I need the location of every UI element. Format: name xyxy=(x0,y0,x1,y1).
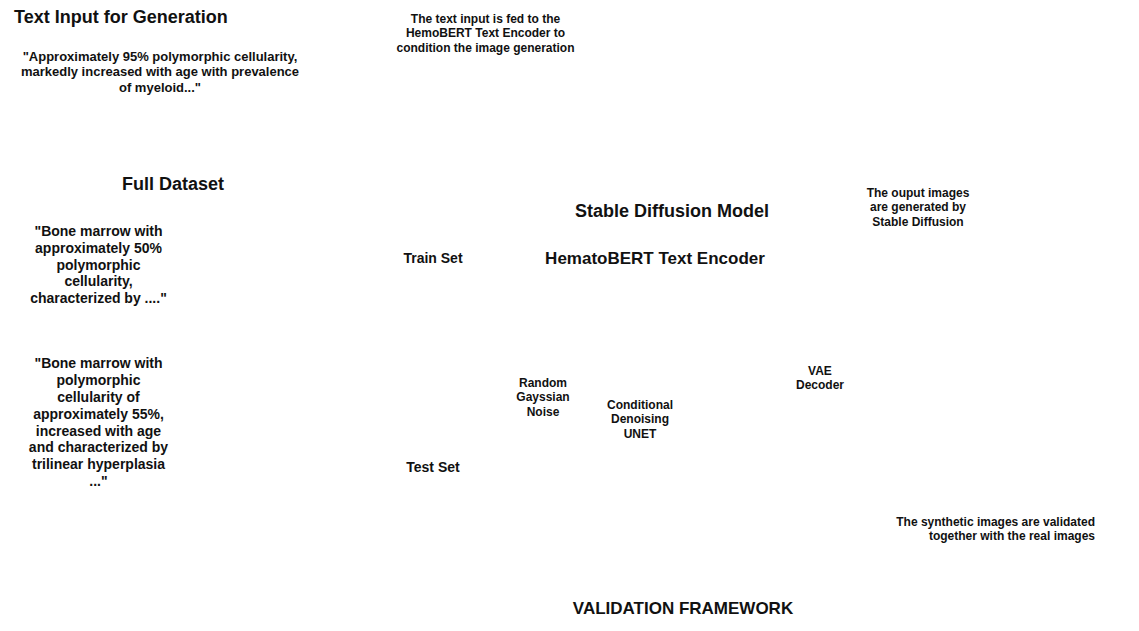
annotation-holder: The synthetic images are validated toget… xyxy=(860,515,1095,544)
unet-layer xyxy=(660,312,669,356)
condition-arrow xyxy=(724,277,725,297)
annotation: Conditional Denoising UNET xyxy=(598,398,682,441)
unet-layer xyxy=(740,288,749,380)
split-box: Train Set xyxy=(395,244,471,272)
heading: Full Dataset xyxy=(1,168,345,196)
sample-box: "Bone marrow with polymorphic cellularit… xyxy=(12,345,245,500)
heading-holder: Stable Diffusion Model xyxy=(575,201,769,223)
annotation-holder: VAE Decoder xyxy=(788,364,852,393)
synthetic-image xyxy=(914,330,988,404)
process-arrow xyxy=(485,312,886,344)
dataset-group: Full Dataset "Bone marrow with approximat… xyxy=(1,168,345,526)
unet-layer xyxy=(620,288,629,380)
histology-image xyxy=(222,232,290,300)
node-text: "Bone marrow with polymorphic cellularit… xyxy=(22,355,175,489)
node-outline xyxy=(1,168,345,526)
condition-arrow xyxy=(664,277,665,311)
annotation-holder: The text input is fed to the HemoBERT Te… xyxy=(378,12,593,55)
annotation-holder: Conditional Denoising UNET xyxy=(598,398,682,441)
unet-layer xyxy=(640,298,649,370)
flow-arrow xyxy=(318,72,545,242)
annotation: The ouput images are generated by Stable… xyxy=(866,186,970,229)
heading: Stable Diffusion Model xyxy=(575,201,769,223)
histology-image xyxy=(212,222,280,290)
heading-holder: Text Input for Generation xyxy=(14,7,228,29)
annotation: Random Gayssian Noise xyxy=(500,376,586,419)
synthetic-image xyxy=(1056,332,1134,408)
annotation-holder: Random Gayssian Noise xyxy=(500,376,586,419)
merge-line xyxy=(690,410,1105,572)
annotation: VAE Decoder xyxy=(788,364,852,393)
annotation-holder: The ouput images are generated by Stable… xyxy=(866,186,970,229)
sample-box: "Bone marrow with approximately 50% poly… xyxy=(12,205,245,325)
node-text: "Approximately 95% polymorphic cellulari… xyxy=(16,49,304,96)
validation-box: VALIDATION FRAMEWORK xyxy=(543,592,823,626)
noise-image xyxy=(504,294,560,350)
condition-arrow xyxy=(744,277,745,287)
flow-arrow xyxy=(345,258,395,347)
synthetic-image xyxy=(918,266,986,332)
flow-arrow xyxy=(345,347,395,467)
histology-image xyxy=(214,362,282,430)
node-text: Train Set xyxy=(403,250,462,267)
histology-image xyxy=(224,372,292,440)
encoder-box: HematoBERT Text Encoder xyxy=(520,242,790,276)
heading: Text Input for Generation xyxy=(14,7,228,29)
node-text: VALIDATION FRAMEWORK xyxy=(573,599,793,619)
synthetic-image xyxy=(1058,270,1134,334)
vae-decoder-shape xyxy=(806,298,838,358)
flow-arrow xyxy=(433,481,683,592)
unet-layer xyxy=(700,312,709,356)
synthetic-image xyxy=(984,334,1060,404)
condition-arrow xyxy=(644,277,645,297)
flow-arrow xyxy=(471,257,520,260)
node-text: Test Set xyxy=(406,459,459,476)
condition-arrow xyxy=(624,277,625,287)
node-text: "Bone marrow with approximately 50% poly… xyxy=(22,223,175,307)
condition-arrow xyxy=(684,277,685,317)
noise-image xyxy=(510,300,566,356)
node-text: HematoBERT Text Encoder xyxy=(545,249,765,269)
noise-image xyxy=(498,288,554,344)
unet-layer xyxy=(680,318,689,350)
annotation: The synthetic images are validated toget… xyxy=(860,515,1095,544)
condition-arrow xyxy=(704,277,705,311)
input-box: Text Input for Generation"Approximately … xyxy=(2,40,318,104)
unet-layer xyxy=(720,298,729,370)
annotation: The text input is fed to the HemoBERT Te… xyxy=(378,12,593,55)
split-box: Test Set xyxy=(395,453,471,481)
histology-image xyxy=(234,382,302,450)
synthetic-image xyxy=(984,262,1062,334)
histology-image xyxy=(232,242,300,310)
